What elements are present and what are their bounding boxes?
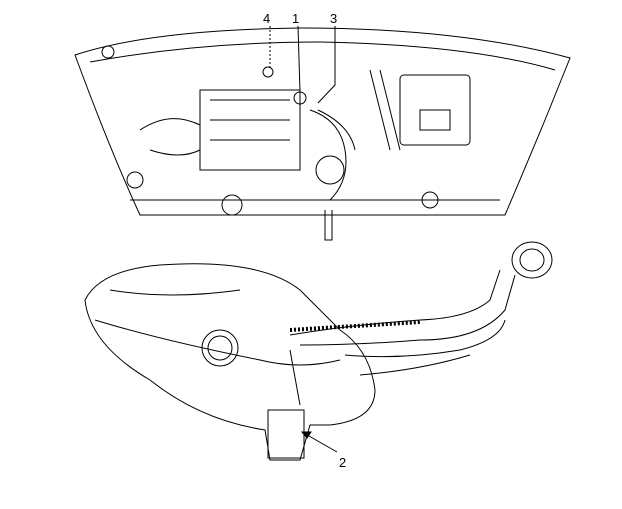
filler-neck — [289, 241, 553, 376]
leader-3 — [317, 26, 336, 104]
engine-compartment — [74, 27, 571, 241]
callout-label-4: 4 — [263, 11, 271, 26]
fuel-tank — [84, 263, 376, 461]
callout-label-2: 2 — [339, 455, 347, 470]
leader-lines — [269, 25, 338, 453]
leader-1 — [297, 25, 301, 93]
callout-label-3: 3 — [330, 11, 338, 26]
callout-label-1: 1 — [292, 11, 300, 26]
